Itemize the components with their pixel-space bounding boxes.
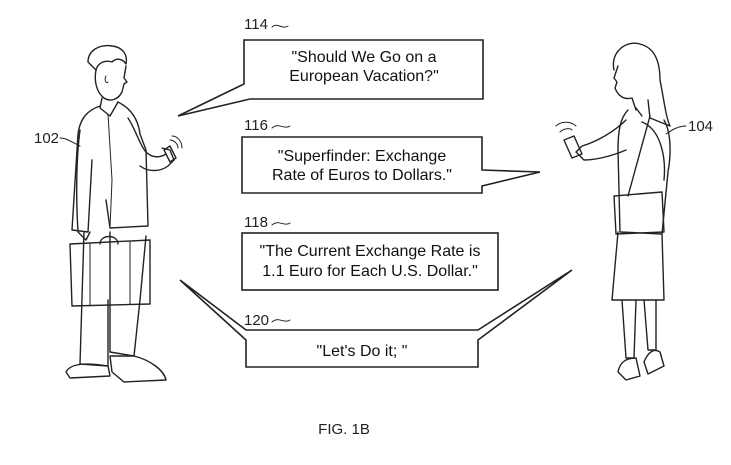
leader-118 — [271, 222, 291, 226]
ref-label-116: 116 — [244, 117, 268, 134]
leader-120 — [271, 319, 291, 323]
speech-bubble-114: "Should We Go on a European Vacation?" — [177, 39, 484, 117]
ref-label-114: 114 — [244, 16, 268, 33]
bubble-114-line-1: "Should We Go on a — [291, 49, 436, 66]
woman-figure — [555, 42, 671, 381]
bubble-118-line-2: 1.1 Euro for Each U.S. Dollar." — [262, 263, 478, 280]
speech-bubble-120: "Let's Do it; " — [179, 269, 573, 368]
bubble-120-line-1: "Let's Do it; " — [317, 343, 408, 360]
ref-label-104: 104 — [688, 118, 713, 135]
leader-102 — [59, 137, 81, 147]
speech-bubble-118: "The Current Exchange Rate is 1.1 Euro f… — [241, 232, 499, 291]
figure-caption: FIG. 1B — [318, 421, 370, 438]
man-figure — [65, 44, 183, 383]
leader-116 — [271, 125, 291, 129]
bubble-118-line-1: "The Current Exchange Rate is — [260, 243, 481, 260]
leader-104 — [665, 125, 687, 135]
bubble-116-line-2: Rate of Euros to Dollars." — [272, 167, 452, 184]
ref-label-120: 120 — [244, 312, 269, 329]
leader-114 — [271, 24, 289, 28]
ref-label-118: 118 — [244, 214, 268, 231]
speech-bubble-116: "Superfinder: Exchange Rate of Euros to … — [241, 136, 541, 194]
bubble-114-line-2: European Vacation?" — [289, 68, 439, 85]
bubble-116-line-1: "Superfinder: Exchange — [278, 148, 447, 165]
ref-label-102: 102 — [34, 130, 59, 147]
